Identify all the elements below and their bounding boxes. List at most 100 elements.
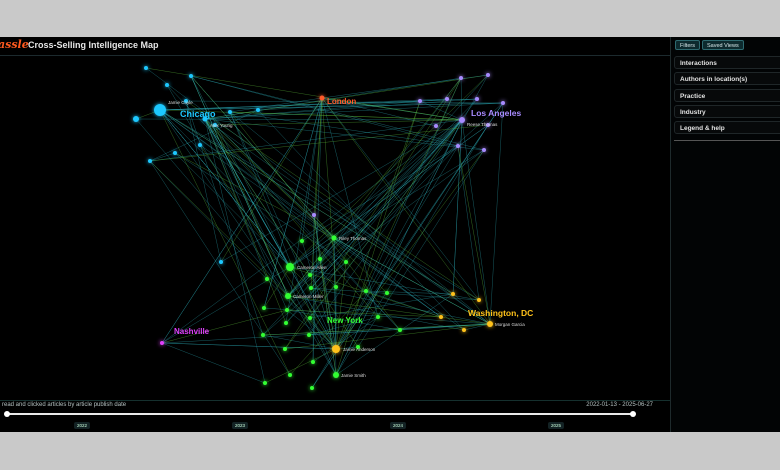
edge (204, 102, 504, 120)
node[interactable] (364, 289, 368, 293)
node[interactable] (165, 83, 169, 87)
node[interactable] (445, 97, 449, 101)
node[interactable] (173, 151, 177, 155)
node[interactable] (434, 124, 438, 128)
edge (214, 124, 335, 239)
node[interactable] (318, 257, 322, 261)
node[interactable] (459, 76, 463, 80)
edge (229, 111, 401, 331)
node[interactable] (284, 321, 288, 325)
edge (489, 102, 504, 325)
node[interactable] (311, 360, 315, 364)
edge (145, 67, 491, 325)
edge (286, 309, 401, 331)
edge (229, 111, 491, 325)
edge (289, 74, 489, 268)
edge (204, 98, 478, 120)
edge (135, 118, 289, 297)
labels-layer: Chicago London Los Angeles Nashville New… (168, 97, 533, 378)
node[interactable] (356, 345, 360, 349)
node[interactable] (261, 333, 265, 337)
node[interactable] (418, 99, 422, 103)
node[interactable] (286, 263, 294, 271)
node[interactable] (486, 123, 490, 127)
node[interactable] (154, 104, 166, 116)
node[interactable] (451, 292, 455, 296)
node[interactable] (308, 273, 312, 277)
node[interactable] (456, 144, 460, 148)
edge (286, 309, 442, 318)
edge (174, 152, 335, 239)
section-practice[interactable]: Practice (674, 89, 780, 102)
timeline-start-handle[interactable] (4, 411, 10, 417)
node[interactable] (228, 110, 232, 114)
node[interactable] (283, 347, 287, 351)
node[interactable] (344, 260, 348, 264)
network-map[interactable]: Chicago London Los Angeles Nashville New… (0, 37, 670, 432)
city-label-chicago: Chicago (180, 109, 216, 119)
node[interactable] (189, 74, 193, 78)
timeline-slider-track[interactable] (6, 413, 634, 415)
edge (335, 124, 489, 376)
node[interactable] (475, 97, 479, 101)
node[interactable] (331, 235, 337, 241)
edge (204, 118, 359, 348)
node[interactable] (462, 328, 466, 332)
saved-views-button[interactable]: Saved Views (702, 40, 744, 50)
node[interactable] (285, 308, 289, 312)
node[interactable] (256, 108, 260, 112)
node[interactable] (385, 291, 389, 295)
node[interactable] (308, 316, 312, 320)
edge (199, 144, 442, 318)
node[interactable] (459, 117, 465, 123)
edge (289, 149, 485, 268)
section-authors-in-locations[interactable]: Authors in location(s) (674, 72, 780, 85)
node[interactable] (184, 99, 188, 103)
node[interactable] (333, 372, 339, 378)
node[interactable] (332, 345, 340, 353)
timeline-end-handle[interactable] (630, 411, 636, 417)
node[interactable] (262, 306, 266, 310)
node[interactable] (482, 148, 486, 152)
edge (159, 109, 337, 288)
filters-button[interactable]: Filters (675, 40, 700, 50)
node[interactable] (486, 73, 490, 77)
node[interactable] (300, 239, 304, 243)
node[interactable] (310, 386, 314, 390)
edge (285, 145, 459, 324)
node[interactable] (477, 298, 481, 302)
section-interactions[interactable]: Interactions (674, 56, 780, 69)
edge (145, 67, 463, 121)
edge (220, 119, 463, 263)
node[interactable] (501, 101, 505, 105)
node[interactable] (334, 285, 338, 289)
edge (220, 97, 323, 263)
node[interactable] (285, 293, 291, 299)
node[interactable] (263, 381, 267, 385)
node[interactable] (312, 213, 316, 217)
node[interactable] (398, 328, 402, 332)
node[interactable] (198, 143, 202, 147)
edge (204, 118, 491, 325)
node[interactable] (160, 341, 164, 345)
node[interactable] (133, 116, 139, 122)
node[interactable] (144, 66, 148, 70)
node[interactable] (319, 95, 325, 101)
section-legend-help[interactable]: Legend & help (674, 121, 780, 134)
edge (335, 261, 347, 350)
section-industry[interactable]: Industry (674, 105, 780, 118)
node[interactable] (265, 277, 269, 281)
edge (185, 100, 222, 263)
node[interactable] (307, 333, 311, 337)
node[interactable] (288, 373, 292, 377)
node[interactable] (213, 123, 217, 127)
node[interactable] (439, 315, 443, 319)
node[interactable] (148, 159, 152, 163)
city-label-los-angeles: Los Angeles (471, 108, 521, 118)
node[interactable] (202, 116, 208, 122)
node[interactable] (376, 315, 380, 319)
node[interactable] (487, 321, 493, 327)
node[interactable] (219, 260, 223, 264)
edge (312, 97, 323, 363)
node[interactable] (309, 286, 313, 290)
